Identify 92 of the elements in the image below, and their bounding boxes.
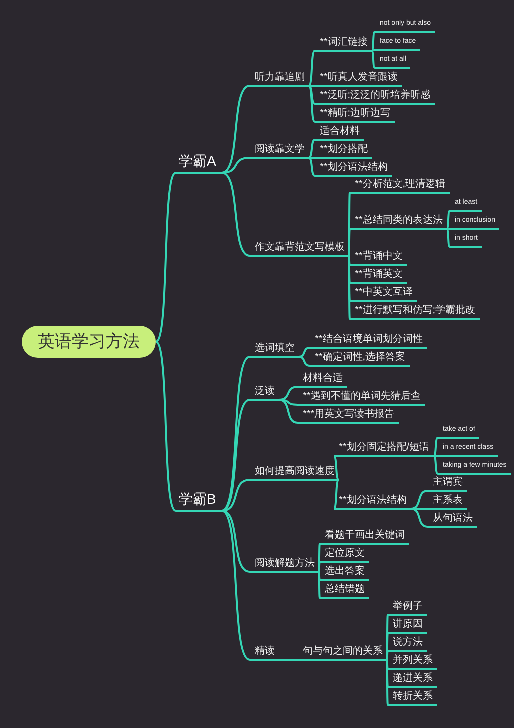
subtopic: **背诵中文 bbox=[350, 250, 407, 266]
branch-line bbox=[348, 228, 351, 256]
branch-line bbox=[222, 172, 250, 257]
subtopic: 讲原因 bbox=[388, 618, 427, 634]
branch-line bbox=[308, 157, 316, 177]
branch-line bbox=[318, 562, 321, 572]
branch-line bbox=[410, 508, 428, 528]
subtopic: **结合语境单词划分词性 bbox=[310, 333, 427, 349]
subtopic: 泛读 bbox=[250, 385, 279, 401]
branch-line bbox=[308, 85, 316, 105]
branch-line bbox=[372, 49, 376, 52]
subtopic: **划分语法结构 bbox=[334, 494, 411, 510]
branch-line bbox=[386, 614, 389, 660]
subtopic: **划分固定搭配/短语 bbox=[334, 441, 434, 457]
branch-topic: 学霸A bbox=[176, 152, 222, 174]
subtopic: 看题干画出关键词 bbox=[320, 529, 409, 545]
root-topic: 英语学习方法 bbox=[22, 326, 156, 358]
branch-line bbox=[278, 399, 298, 424]
branch-line bbox=[222, 85, 250, 174]
branch-line bbox=[222, 399, 250, 512]
branch-line bbox=[308, 139, 316, 159]
branch-line bbox=[333, 479, 340, 510]
branch-line bbox=[318, 572, 321, 598]
branch-line bbox=[298, 356, 310, 367]
branch-line bbox=[348, 256, 351, 320]
subtopic: 主谓宾 bbox=[428, 476, 467, 492]
branch-line bbox=[386, 650, 389, 660]
branch-line bbox=[298, 347, 310, 358]
branch-line bbox=[222, 157, 250, 174]
branch-line bbox=[221, 356, 251, 512]
branch-line bbox=[411, 508, 428, 510]
subtopic: 作文靠背范文写模板 bbox=[250, 241, 349, 257]
subtopic: 如何提高阅读速度 bbox=[250, 465, 339, 481]
subtopic: 说方法 bbox=[388, 636, 427, 652]
subtopic: ***用英文写读书报告 bbox=[298, 408, 399, 424]
branch-line bbox=[309, 157, 315, 159]
branch-line bbox=[155, 172, 177, 343]
branch-topic: 学霸B bbox=[176, 490, 222, 512]
subtopic: 适合材料 bbox=[315, 125, 364, 141]
subtopic: 总结错题 bbox=[320, 583, 369, 599]
subtopic: **分析范文,理清逻辑 bbox=[350, 178, 450, 194]
subtopic: **中英文互译 bbox=[350, 286, 417, 302]
subtopic: 选出答案 bbox=[320, 565, 369, 581]
subtopic: **划分语法结构 bbox=[315, 161, 392, 177]
branch-line bbox=[433, 437, 439, 457]
branch-line bbox=[446, 210, 451, 230]
branch-line bbox=[309, 85, 315, 87]
branch-line bbox=[308, 50, 316, 87]
branch-line bbox=[386, 660, 389, 706]
branch-line bbox=[446, 228, 451, 248]
subtopic: 阅读靠文学 bbox=[250, 143, 309, 159]
subtopic: **进行默写和仿写;学霸批改 bbox=[350, 304, 480, 320]
branch-line bbox=[434, 455, 438, 457]
subtopic: 并列关系 bbox=[388, 654, 437, 670]
branch-line bbox=[333, 455, 340, 481]
subtopic: 材料合适 bbox=[298, 372, 347, 388]
subtopic: 递进关系 bbox=[388, 672, 437, 688]
subtopic: 精读 bbox=[250, 645, 279, 661]
branch-line bbox=[371, 50, 376, 69]
subtopic: 阅读解题方法 bbox=[250, 557, 319, 573]
subtopic: 句与句之间的关系 bbox=[298, 645, 387, 661]
branch-line bbox=[348, 192, 351, 256]
subtopic: 选词填空 bbox=[250, 342, 299, 358]
subtopic: **确定词性,选择答案 bbox=[310, 351, 410, 367]
subtopic: **划分搭配 bbox=[315, 143, 372, 159]
branch-line bbox=[386, 632, 389, 660]
subtopic: **精听:边听边写 bbox=[315, 107, 395, 123]
subtopic: 转折关系 bbox=[388, 690, 437, 706]
branch-line bbox=[279, 659, 298, 661]
subtopic: 定位原文 bbox=[320, 547, 369, 563]
branch-line bbox=[278, 399, 298, 406]
subtopic: 听力靠追剧 bbox=[250, 71, 309, 87]
branch-line bbox=[222, 479, 250, 512]
subtopic: **背诵英文 bbox=[350, 268, 407, 284]
subtopic: **总结同类的表达法 bbox=[350, 214, 447, 230]
subtopic: 举例子 bbox=[388, 600, 427, 616]
branch-line bbox=[308, 85, 316, 123]
subtopic: **听真人发音跟读 bbox=[315, 71, 402, 87]
subtopic: 从句语法 bbox=[428, 512, 477, 528]
branch-line bbox=[433, 455, 439, 475]
branch-line bbox=[318, 544, 321, 572]
branch-line bbox=[155, 341, 177, 512]
subtopic: **泛听:泛泛的听培养听感 bbox=[315, 89, 435, 105]
subtopic: 主系表 bbox=[428, 494, 467, 510]
branch-line bbox=[222, 510, 250, 573]
branch-line bbox=[221, 510, 251, 661]
subtopic: **词汇链接 bbox=[315, 36, 372, 52]
branch-line bbox=[278, 386, 298, 401]
branch-line bbox=[371, 31, 376, 52]
branch-line bbox=[447, 228, 450, 230]
subtopic: **遇到不懂的单词先猜后查 bbox=[298, 390, 425, 406]
branch-line bbox=[410, 490, 428, 510]
